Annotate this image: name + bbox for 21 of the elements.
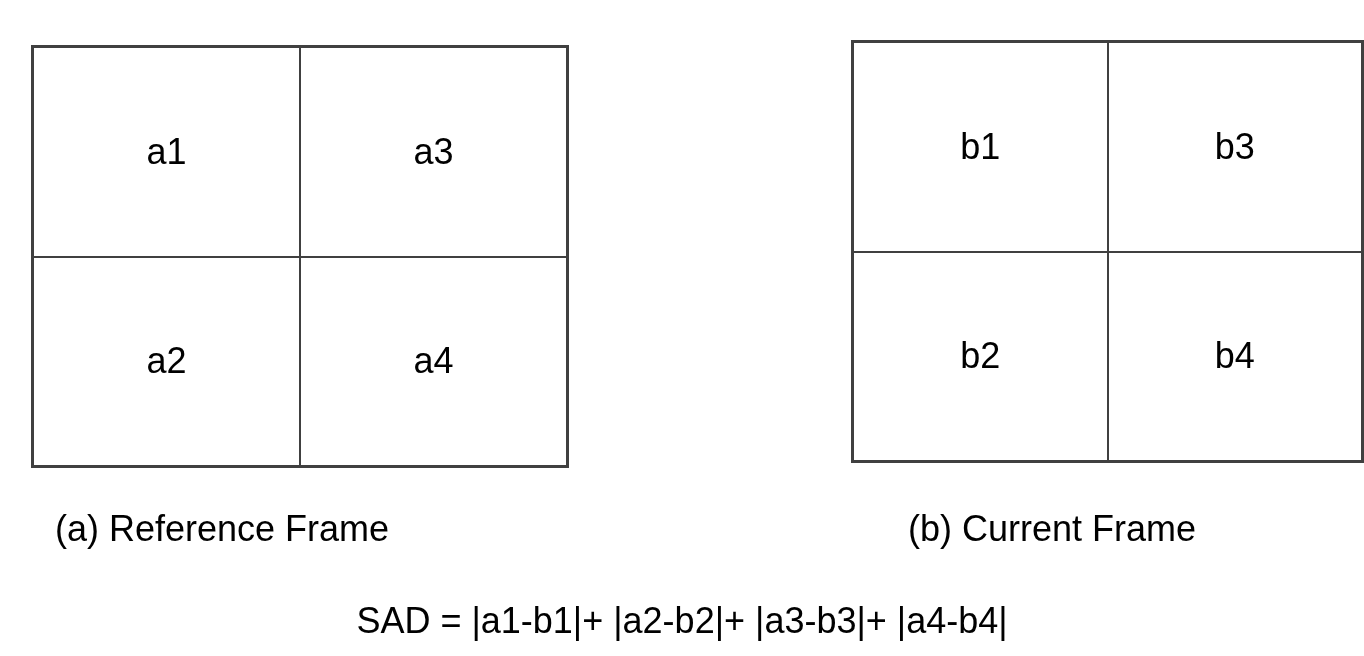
grid-cell bbox=[300, 47, 567, 257]
grid-cell bbox=[300, 256, 567, 466]
grid-cell bbox=[853, 251, 1108, 461]
grid-cell bbox=[1107, 42, 1362, 252]
cell-label: a4 bbox=[413, 340, 454, 383]
cell-label: b4 bbox=[1214, 335, 1255, 378]
cell-label: b3 bbox=[1214, 125, 1255, 168]
cell-label: b2 bbox=[960, 335, 1001, 378]
grid-cell bbox=[33, 47, 300, 257]
frame-caption: (b) Current Frame bbox=[908, 508, 1197, 550]
cell-label: a1 bbox=[146, 130, 187, 173]
grid-cell bbox=[853, 42, 1108, 252]
grid-cell bbox=[1107, 251, 1362, 461]
frame-caption: (a) Reference Frame bbox=[55, 508, 390, 550]
cell-label: a3 bbox=[413, 130, 454, 173]
frame-grid bbox=[851, 40, 1364, 463]
grid-cell bbox=[33, 256, 300, 466]
cell-label: a2 bbox=[146, 340, 187, 383]
cell-label: b1 bbox=[960, 125, 1001, 168]
frame-grid bbox=[31, 45, 569, 468]
formula: SAD = |a1-b1|+ |a2-b2|+ |a3-b3|+ |a4-b4| bbox=[355, 600, 1009, 642]
